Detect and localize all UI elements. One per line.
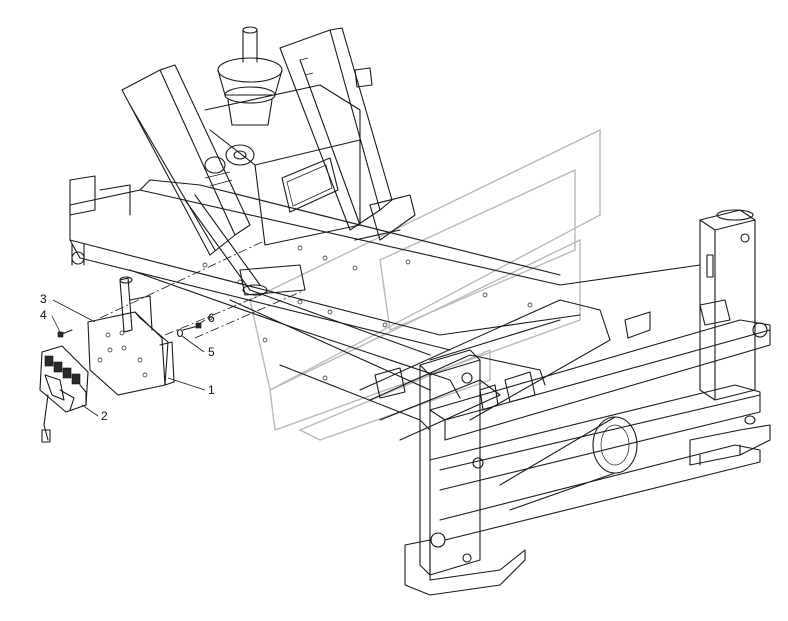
leader-lines [51, 299, 206, 417]
mounting-plate-part-1 [87, 311, 175, 396]
right-post-assembly [374, 209, 771, 596]
callout-labels: 3 4 6 5 1 2 [40, 292, 215, 423]
callout-2: 2 [101, 409, 108, 423]
watermark-logo [249, 128, 601, 441]
screw-part-4 [57, 329, 73, 338]
washer-part-5 [176, 328, 184, 338]
callout-3: 3 [40, 292, 47, 306]
bolt-part-6 [182, 322, 202, 331]
leader-5 [181, 335, 205, 353]
leader-2 [81, 404, 99, 417]
leader-3 [52, 299, 96, 323]
main-frame [69, 175, 701, 441]
control-valve-part-2 [39, 345, 89, 443]
tower-structure [121, 26, 416, 296]
callout-5: 5 [208, 345, 215, 359]
callout-1: 1 [208, 383, 215, 397]
leader-6 [195, 319, 206, 327]
alignment-lines [99, 241, 306, 339]
frame-bolt-holes [202, 245, 533, 381]
callout-4: 4 [40, 308, 47, 322]
callout-6: 6 [208, 311, 215, 325]
leader-4 [51, 315, 61, 333]
leader-1 [167, 377, 206, 391]
